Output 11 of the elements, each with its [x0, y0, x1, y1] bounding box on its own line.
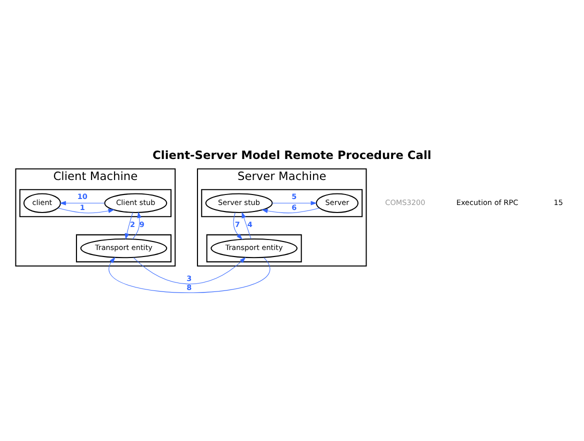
arrow [242, 212, 252, 240]
arrow [58, 208, 115, 214]
arrow [132, 212, 142, 240]
arrow [233, 212, 243, 240]
diagram-title: Client-Server Model Remote Procedure Call [152, 148, 432, 162]
arrow [108, 257, 270, 294]
arrow [60, 200, 105, 206]
arrow [272, 200, 318, 206]
arrow [124, 212, 134, 240]
arrow [133, 257, 246, 284]
arrow [262, 208, 320, 214]
